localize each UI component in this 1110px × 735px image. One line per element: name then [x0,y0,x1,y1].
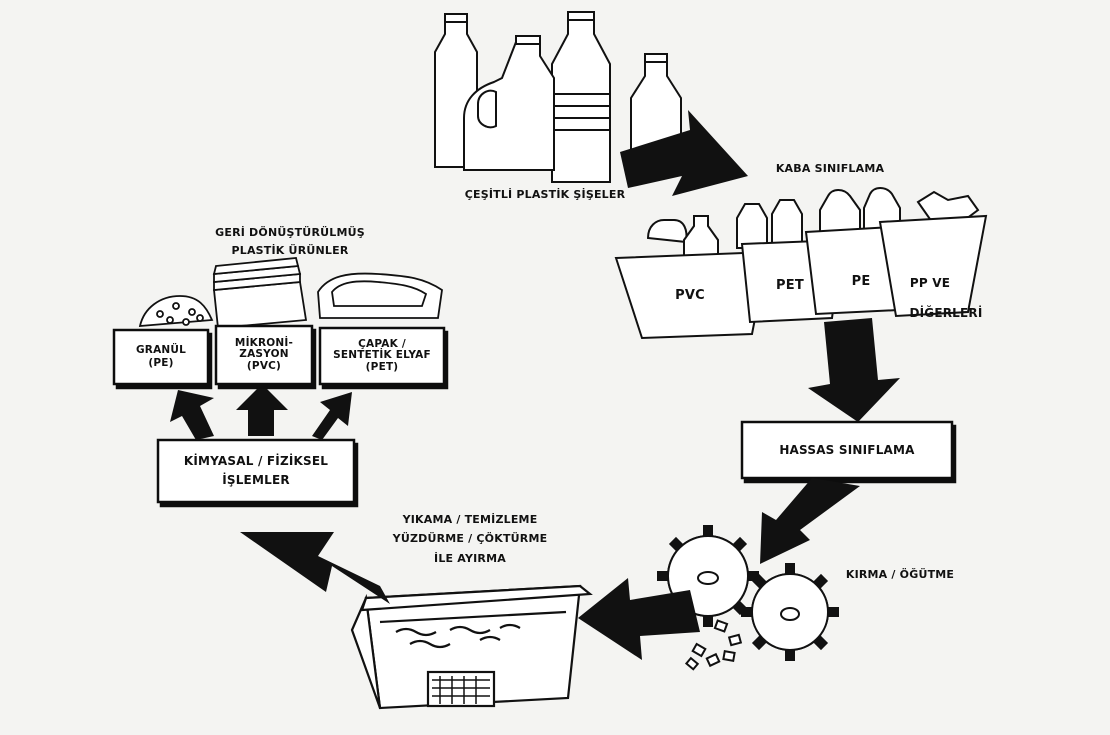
granul-label: GRANÜL (PE) [135,343,187,369]
product-items-icon [138,257,443,329]
arrow-to-washing-icon [578,578,700,660]
recycled-products-title: GERİ DÖNÜŞTÜRÜLMÜŞ PLASTİK ÜRÜNLER [215,226,365,257]
arrow-to-bins-icon [620,110,748,196]
bottles-label: ÇEŞİTLİ PLASTİK ŞİŞELER [464,188,626,201]
plastic-bottles-icon [434,11,682,183]
bin-pp-label: PP VE [909,276,951,290]
sorting-bins-icon [614,187,988,340]
crushing-label: KIRMA / ÖĞÜTME [845,568,955,581]
bin-others-label: DİĞERLERİ [909,306,983,320]
chemical-label: KİMYASAL / FİZİKSEL İŞLEMLER [183,453,329,487]
arrows-to-products-icon [170,384,352,440]
capak-label: ÇAPAK / SENTETİK ELYAF (PET) [333,337,431,373]
rough-sort-label: KABA SINIFLAMA [775,162,885,175]
chemical-box [156,438,356,504]
arrow-to-crushing-icon [760,478,860,564]
bin-pe-label: PE [851,274,871,289]
fine-sort-label: HASSAS SINIFLAMA [779,442,915,457]
mikroni-label: MİKRONİ- ZASYON (PVC) [234,336,294,372]
bin-pet-label: PET [776,278,804,293]
bin-pvc-label: PVC [675,288,705,303]
fine-sort-box [740,420,954,480]
product-boxes [112,324,446,386]
arrow-to-fine-sort-icon [808,318,900,422]
washing-tank-icon [350,584,593,710]
arrow-to-chemical-icon [240,532,390,604]
washing-label: YIKAMA / TEMİZLEME YÜZDÜRME / ÇÖKTÜRME İ… [392,513,548,565]
